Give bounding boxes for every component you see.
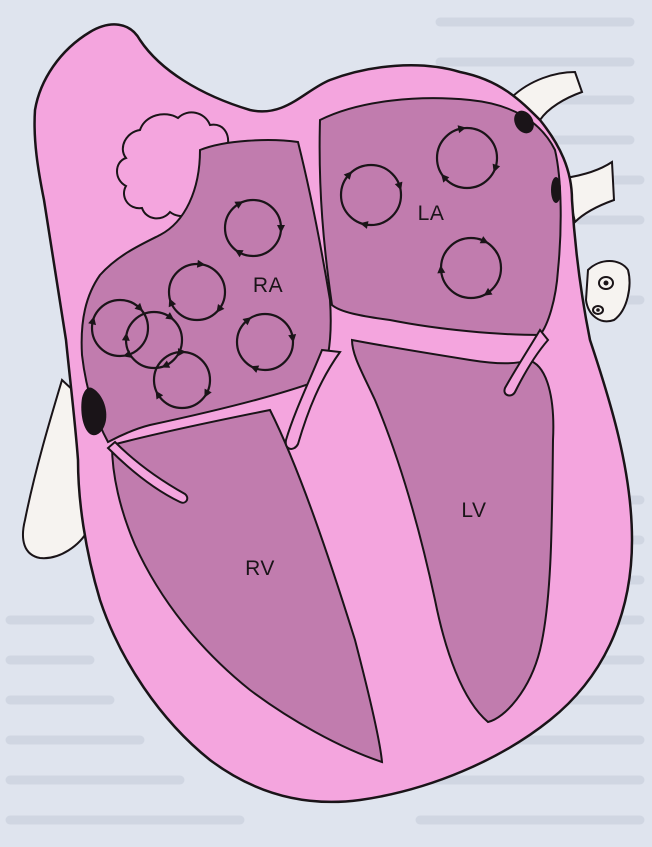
label-right-ventricle: RV [245,557,275,580]
pulmonary-vein-ostium-lower [551,177,561,203]
label-right-atrium: RA [253,274,283,297]
label-left-atrium: LA [418,202,445,225]
label-left-ventricle: LV [461,499,486,522]
